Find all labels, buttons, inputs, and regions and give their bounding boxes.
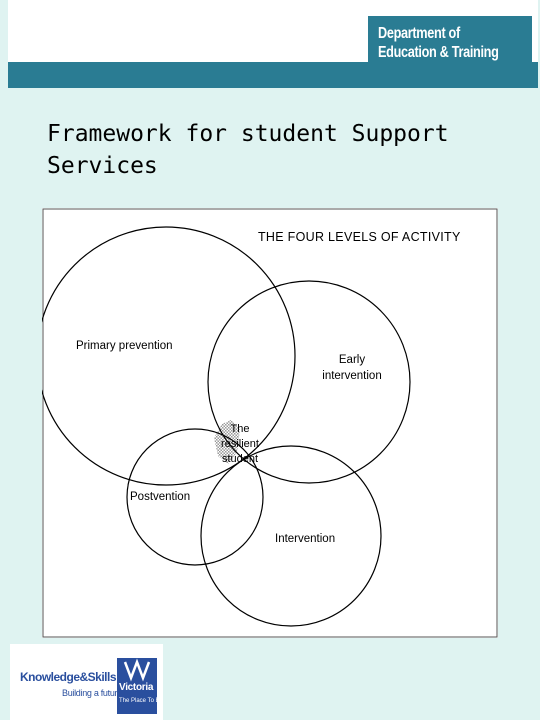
venn-diagram: THE FOUR LEVELS OF ACTIVITY Primary prev… [42, 208, 498, 638]
knowledge-skills-tagline: Building a future [62, 688, 122, 698]
footer-logo: Knowledge&Skills Building a future Victo… [10, 644, 163, 720]
intervention-circle [200, 445, 382, 627]
label-postvention: Postvention [130, 491, 191, 503]
label-resilient-student: The resilient student [221, 423, 259, 465]
knowledge-skills-logo: Knowledge&Skills [20, 670, 117, 684]
victoria-tagline: The Place To Be [119, 698, 163, 704]
victoria-wordmark: Victoria [119, 682, 154, 693]
victoria-logo: Victoria The Place To Be [117, 658, 163, 714]
department-name: Department of Education & Training [378, 24, 499, 62]
label-intervention: Intervention [275, 533, 336, 545]
slide-title: Framework for student Support Services [47, 121, 449, 179]
victoria-emblem-icon [123, 658, 151, 682]
label-early-intervention: Early intervention [322, 354, 382, 382]
postvention-circle [126, 428, 264, 566]
department-line-2: Education & Training [378, 44, 499, 61]
diagram-frame [42, 208, 498, 638]
diagram-title: THE FOUR LEVELS OF ACTIVITY [258, 230, 461, 244]
department-logo: Department of Education & Training [368, 16, 532, 70]
early-intervention-circle [207, 280, 411, 484]
venn-circles [42, 208, 498, 638]
primary-prevention-circle [42, 226, 296, 486]
department-line-1: Department of [378, 25, 460, 42]
label-primary-prevention: Primary prevention [76, 340, 173, 352]
